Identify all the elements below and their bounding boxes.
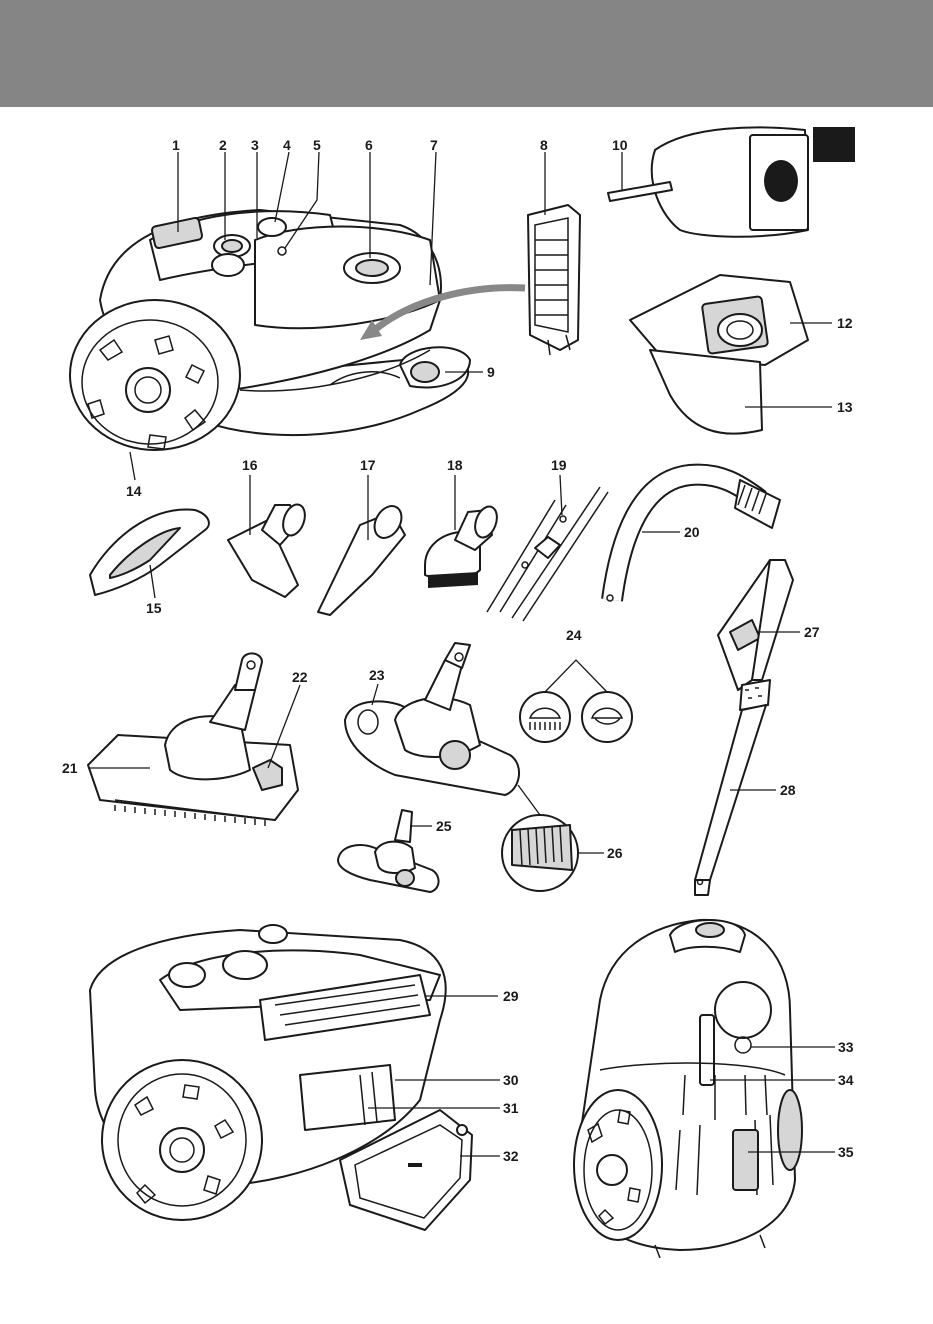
small-nozzle-icon — [338, 810, 439, 892]
label-5: 5 — [313, 137, 321, 153]
telescopic-tube-icon — [695, 560, 793, 895]
handle-icon — [90, 510, 209, 595]
bag-holder-icon — [630, 275, 808, 434]
floor-nozzle-icon — [88, 653, 298, 826]
label-8: 8 — [540, 137, 548, 153]
label-35: 35 — [838, 1144, 854, 1160]
label-28: 28 — [780, 782, 796, 798]
label-25: 25 — [436, 818, 452, 834]
vacuum-cleaner-icon — [70, 210, 470, 450]
label-34: 34 — [838, 1072, 854, 1088]
label-32: 32 — [503, 1148, 519, 1164]
label-22: 22 — [292, 669, 308, 685]
label-21: 21 — [62, 760, 78, 776]
label-13: 13 — [837, 399, 853, 415]
crevice-tool-icon — [318, 501, 407, 615]
motor-filter-icon — [528, 205, 580, 355]
label-15: 15 — [146, 600, 162, 616]
label-1: 1 — [172, 137, 180, 153]
corner-marker — [813, 127, 855, 162]
label-4: 4 — [283, 137, 291, 153]
vacuum-side-view-icon — [574, 920, 802, 1258]
upholstery-nozzle-icon — [228, 502, 309, 597]
label-9: 9 — [487, 364, 495, 380]
label-27: 27 — [804, 624, 820, 640]
label-26: 26 — [607, 845, 623, 861]
label-12: 12 — [837, 315, 853, 331]
parts-illustration: 1 2 3 4 5 6 7 8 10 12 13 9 14 15 16 17 1… — [0, 107, 933, 1324]
label-31: 31 — [503, 1100, 519, 1116]
label-24: 24 — [566, 627, 582, 643]
label-18: 18 — [447, 457, 463, 473]
turbo-brush-detail-icon — [502, 785, 578, 891]
label-23: 23 — [369, 667, 385, 683]
label-2: 2 — [219, 137, 227, 153]
label-20: 20 — [684, 524, 700, 540]
label-7: 7 — [430, 137, 438, 153]
label-19: 19 — [551, 457, 567, 473]
label-3: 3 — [251, 137, 259, 153]
label-14: 14 — [126, 483, 142, 499]
brush-strip-detail-icon — [520, 660, 632, 742]
label-33: 33 — [838, 1039, 854, 1055]
label-29: 29 — [503, 988, 519, 1004]
label-16: 16 — [242, 457, 258, 473]
label-10: 10 — [612, 137, 628, 153]
tube-sections-icon — [487, 487, 608, 621]
label-30: 30 — [503, 1072, 519, 1088]
dusting-brush-icon — [425, 504, 501, 588]
header-band — [0, 0, 933, 107]
label-6: 6 — [365, 137, 373, 153]
label-17: 17 — [360, 457, 376, 473]
dustbag-icon — [608, 127, 808, 236]
turbo-nozzle-icon — [345, 643, 519, 795]
